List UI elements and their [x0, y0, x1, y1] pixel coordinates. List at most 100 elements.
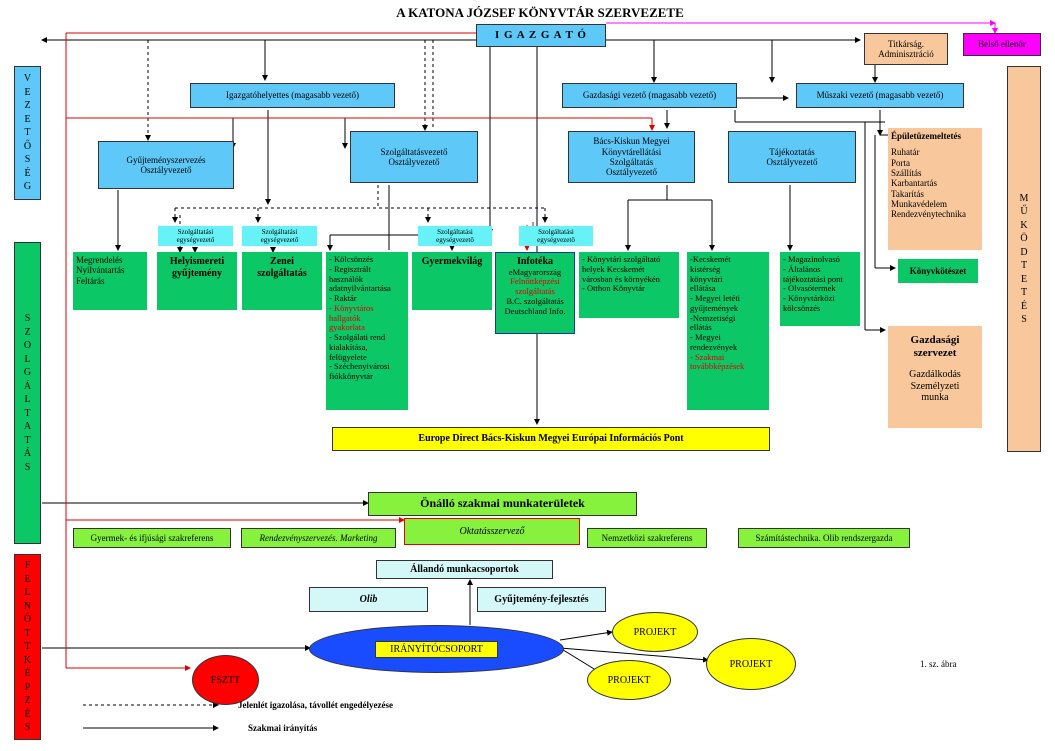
side-label-letter: T: [24, 127, 31, 139]
bacs-kiskun-line-2: Könyvtárellátási: [601, 146, 662, 157]
infoteka-line: Deutschland Info.: [504, 305, 566, 316]
epulet-item: Porta: [891, 157, 910, 168]
europe-direct-box: Europe Direct Bács-Kiskun Megyei Európai…: [332, 427, 770, 451]
kolcsonzes-box: - Kölcsönzés - Regisztrált használók ada…: [326, 252, 408, 410]
kecskemet-line: gyűjtemények: [690, 302, 739, 313]
side-label-letter: P: [24, 681, 31, 693]
infoteka-red-line: szolgáltatás: [515, 286, 555, 297]
kolcsonzes-line: fiókkönyvtár: [329, 371, 373, 382]
side-label-letter: É: [24, 708, 31, 720]
gyujtemeny-line-2: Osztályvezető: [140, 165, 192, 175]
egysegvezeto-line-1: Szolgáltatási: [177, 227, 214, 236]
side-label-letter: N: [23, 600, 32, 612]
megrendeles-box: Megrendelés Nyilvántartás Feltárás: [73, 252, 147, 310]
side-label-letter: Á: [23, 380, 32, 392]
gyujtemenyszervezes-box: Gyűjteményszervezés Osztályvezető: [98, 141, 234, 189]
side-label-letter: T: [1020, 287, 1028, 298]
kolcsonzes-line: kialakítása,: [329, 341, 368, 352]
gazdasagi-szervezet-line: munka: [921, 392, 949, 404]
egysegvezeto-line-2: egységvezető: [537, 236, 575, 244]
side-label-letter: Z: [24, 326, 31, 338]
szolgaltatasvezeto-line-2: Osztályvezető: [388, 157, 440, 167]
titkarsag-line-2: Adminisztráció: [878, 49, 934, 59]
side-label-letter: Z: [24, 695, 31, 707]
fsztt-ellipse: FSZTT: [192, 655, 259, 705]
helyismereti-box: Helyismereti gyűjtemény: [157, 252, 237, 310]
zenei-box: Zenei szolgáltatás: [242, 252, 322, 310]
kecskemet-line: ellátás: [690, 322, 712, 333]
side-label-letter: Ő: [23, 614, 32, 626]
gazdasagi-szervezet-title-1: Gazdasági: [910, 334, 960, 346]
gazdasagi-szervezet-line: Gazdálkodás: [909, 369, 961, 381]
side-label-letter: A: [23, 421, 32, 432]
infoteka-box: Infotéka eMagyarország Felnőttképzési sz…: [495, 252, 575, 334]
side-label-letter: T: [24, 627, 31, 639]
epulet-item: Rendezvénytechnika: [891, 209, 966, 220]
egysegvezeto-box-1: Szolgáltatási egységvezető: [158, 226, 233, 246]
szolgaltatasvezeto-line-1: Szolgáltatásvezető: [380, 146, 448, 157]
side-label-letter: S: [24, 154, 31, 166]
egysegvezeto-line-1: Szolgáltatási: [261, 227, 298, 236]
egysegvezeto-line-1: Szolgáltatási: [437, 227, 473, 236]
zenei-line-1: Zenei: [270, 256, 294, 267]
rendezvenyszervezes-box: Rendezvényszervezés. Marketing: [241, 528, 396, 548]
konyvtari-line: városban és környékén: [582, 273, 660, 284]
helyismereti-line-2: gyűjtemény: [172, 267, 222, 279]
kolcsonzes-red-line: gyakorlata: [329, 322, 365, 333]
side-label-letter: T: [24, 641, 31, 653]
legend-solid-label: Szakmai irányítás: [248, 723, 318, 733]
side-label-letter: S: [24, 722, 31, 734]
iranyitocsoport-ellipse: IRÁNYÍTÓCSOPORT: [309, 625, 564, 673]
side-label-letter: K: [1020, 219, 1028, 231]
side-label-letter: V: [23, 73, 32, 85]
kolcsonzes-line: felügyelete: [329, 351, 367, 362]
side-label-letter: É: [1020, 300, 1028, 312]
titkarsag-box: Titkárság. Adminisztráció: [864, 33, 948, 65]
figure-label: 1. sz. ábra: [920, 659, 957, 669]
onallo-box: Önálló szakmai munkaterületek: [368, 492, 637, 516]
kecskemet-line: -Kecskemét: [690, 254, 731, 264]
bacs-kiskun-line-4: Osztályvezető: [606, 167, 657, 178]
megrendeles-line: Feltárás: [76, 275, 105, 286]
igazgatohelyettes-box: Igazgatóhelyettes (magasabb vezető): [190, 83, 395, 108]
kecskemet-red-line: - Szakmai: [690, 351, 725, 362]
tajekoztatas-box: Tájékoztatás Osztályvezető: [728, 131, 856, 183]
kecskemet-line: - Megyei letéti: [690, 293, 741, 304]
konyvkoteszet-box: Könyvkötészet: [898, 259, 978, 283]
infoteka-line: eMagyarország: [508, 266, 562, 277]
side-label-letter: G: [23, 367, 32, 378]
side-label-letter: Z: [24, 100, 31, 112]
kecskemet-box: -Kecskemét kistérség könyvtári ellátása …: [687, 252, 769, 410]
gyermekvilag-box: Gyermekvilág: [412, 252, 492, 310]
legend-dashed-label: Jelenlét igazolása, távollét engedélyezé…: [238, 700, 393, 710]
side-label-letter: S: [24, 313, 31, 324]
iranyitocsoport-label: IRÁNYÍTÓCSOPORT: [375, 640, 498, 658]
side-label-letter: T: [24, 434, 31, 446]
allando-munkacsoportok-box: Állandó munkacsoportok: [376, 560, 553, 579]
kecskemet-line: kistérség: [690, 263, 721, 274]
kecskemet-line: rendezvények: [690, 341, 738, 352]
side-label-letter: E: [24, 86, 31, 98]
igazgato-box: I G A Z G A T Ó: [476, 24, 606, 47]
magazin-line: - Könyvtárközi: [783, 293, 835, 304]
bacs-kiskun-line-1: Bács-Kiskun Megyei: [593, 136, 670, 147]
side-label-letter: T: [24, 407, 31, 419]
helyismereti-line-1: Helyismereti: [169, 256, 225, 267]
side-label-letter: E: [1020, 273, 1028, 285]
magazin-line: - Általános: [783, 263, 821, 274]
kolcsonzes-line: - Regisztrált: [329, 263, 371, 274]
belso-ellenor-box: Belső ellenőr: [963, 33, 1041, 56]
konyvtari-line: - Könyvtári szolgáltató: [582, 254, 661, 264]
gazdasagi-vezeto-box: Gazdasági vezető (magasabb vezető): [562, 83, 737, 108]
gyermek-ifjusagi-box: Gyermek- és ifjúsági szakreferens: [73, 528, 231, 548]
projekt-ellipse-1: PROJEKT: [612, 612, 698, 652]
kolcsonzes-line: - Szolgálati rend: [329, 332, 386, 343]
magazin-line: tájékoztatási pont: [783, 273, 843, 284]
oktatasszervezo-box: Oktatásszervező: [404, 518, 580, 545]
side-label-letter: Á: [23, 448, 32, 459]
side-label-letter: G: [23, 181, 32, 193]
